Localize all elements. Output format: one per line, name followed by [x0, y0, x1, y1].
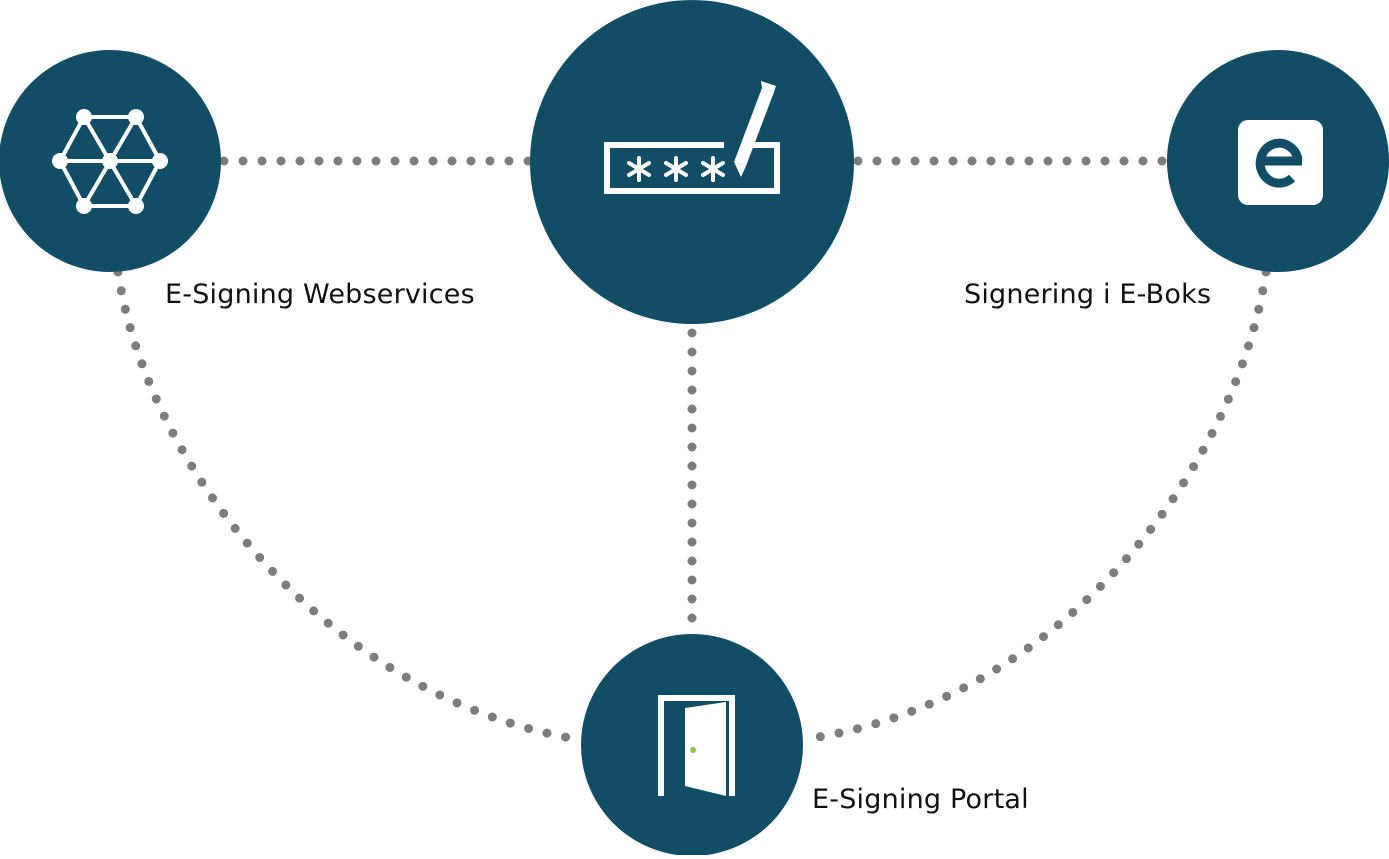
connector-eboks-portal	[807, 267, 1271, 743]
node-webservices	[0, 50, 221, 272]
label-eboks: Signering i E-Boks	[964, 279, 1212, 310]
e-boks-logo-icon	[1238, 120, 1323, 205]
open-door-icon	[658, 695, 735, 796]
label-portal: E-Signing Portal	[812, 784, 1029, 815]
connector-webservices-portal	[113, 267, 587, 745]
node-portal	[581, 634, 803, 856]
node-hub-circle	[530, 0, 854, 324]
node-hub	[530, 0, 854, 324]
network-mesh-icon	[52, 109, 168, 214]
node-eboks	[1167, 50, 1389, 272]
label-webservices: E-Signing Webservices	[165, 279, 475, 310]
connectors	[113, 156, 1271, 745]
password-signature-icon	[604, 81, 780, 194]
